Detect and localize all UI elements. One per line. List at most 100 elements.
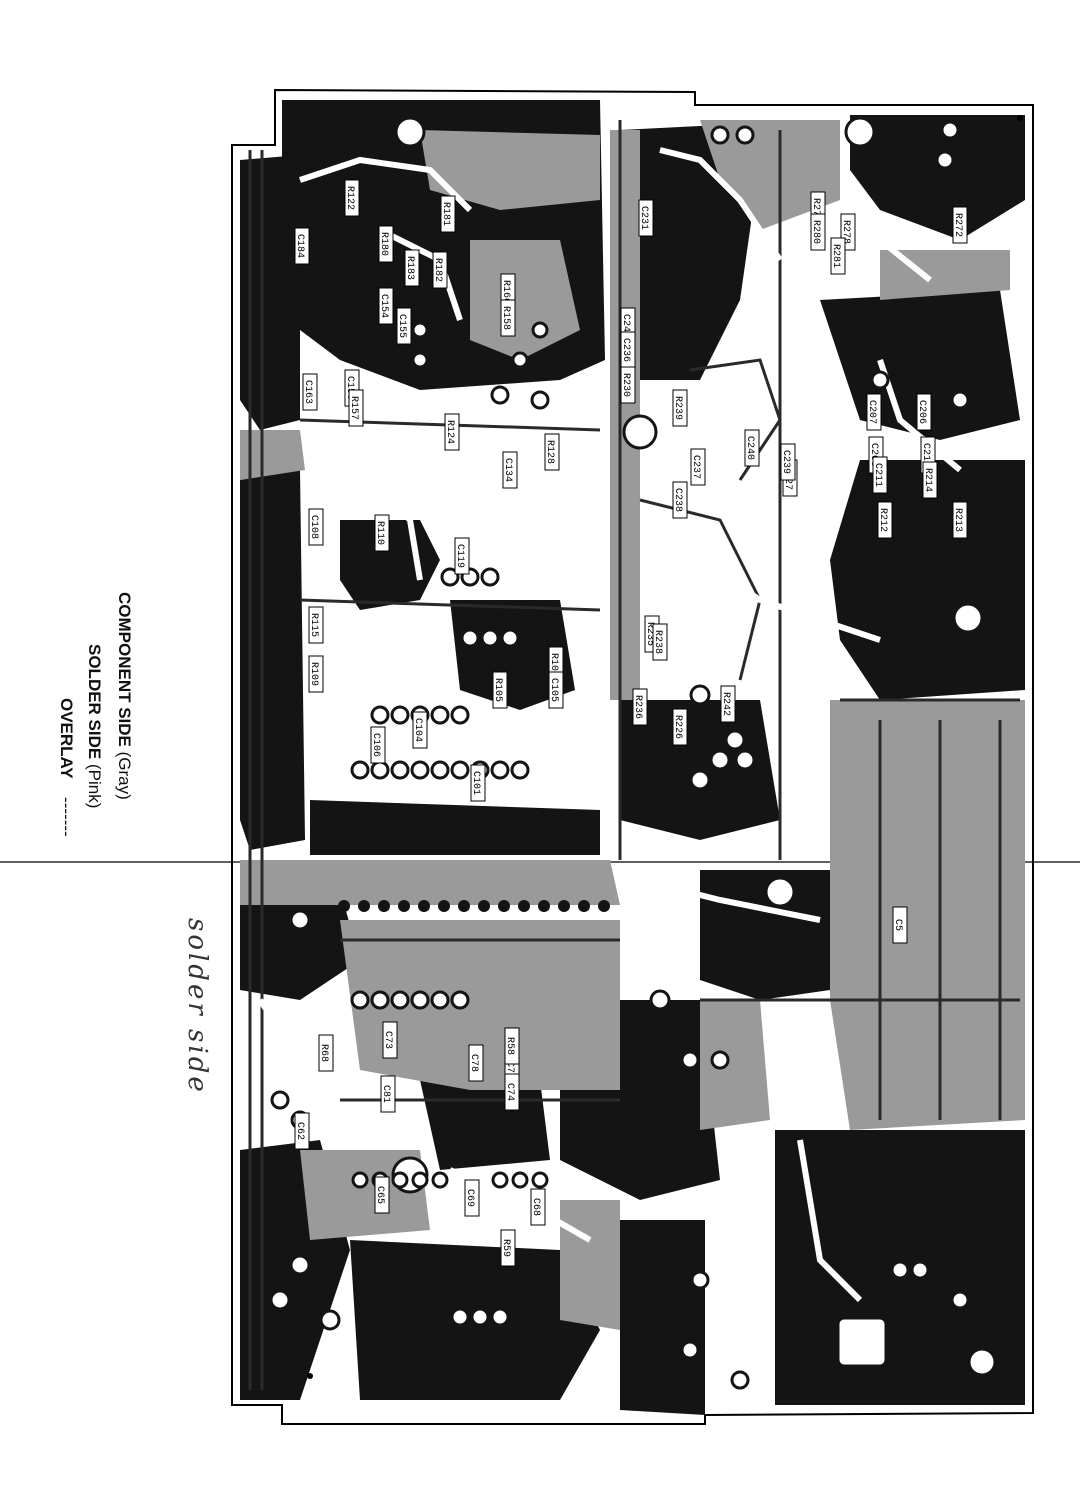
component-label: C154 xyxy=(378,287,394,325)
component-label: C5 xyxy=(892,906,908,944)
legend-component-color: (Gray) xyxy=(115,751,134,800)
component-label: C81 xyxy=(380,1075,396,1113)
component-overlay: R122R181R180R183C184R182C154R160R158C155… xyxy=(294,179,968,1267)
component-label-text: R59 xyxy=(500,1239,511,1257)
component-label: R230 xyxy=(620,366,636,404)
component-label: C106 xyxy=(370,726,386,764)
component-label: R59 xyxy=(500,1229,516,1267)
component-label: R213 xyxy=(952,501,968,539)
component-label-text: R213 xyxy=(952,508,963,532)
component-label-text: R68 xyxy=(318,1044,329,1062)
legend-overlay: OVERLAY ------- xyxy=(56,698,76,837)
component-label-box xyxy=(952,206,968,244)
component-label-box xyxy=(344,179,360,217)
component-label-box xyxy=(294,227,310,265)
component-label-box xyxy=(432,251,448,289)
legend-solder-color: (Pink) xyxy=(85,763,104,809)
component-label-box xyxy=(530,1188,546,1226)
component-label-box xyxy=(374,514,390,552)
component-label-box xyxy=(744,429,760,467)
component-label: R182 xyxy=(432,251,448,289)
component-label-box xyxy=(922,461,938,499)
component-label-text: C104 xyxy=(412,718,423,742)
component-label-text: R281 xyxy=(830,244,841,268)
component-label-box xyxy=(404,249,420,287)
component-label-text: C237 xyxy=(690,455,701,479)
legend-component-side: COMPONENT SIDE (Gray) xyxy=(114,592,134,800)
component-label: R242 xyxy=(720,685,736,723)
component-label-text: R226 xyxy=(672,715,683,739)
component-label-text: R239 xyxy=(672,396,683,420)
component-label: R214 xyxy=(922,461,938,499)
component-label: R238 xyxy=(652,623,668,661)
component-label-box xyxy=(810,213,826,251)
component-label-text: C108 xyxy=(308,515,319,539)
component-label-box xyxy=(294,1112,310,1150)
component-label-box xyxy=(502,451,518,489)
component-label-box xyxy=(866,393,882,431)
component-label-text: R108 xyxy=(548,653,559,677)
component-label-box xyxy=(500,299,516,337)
component-label: C65 xyxy=(374,1176,390,1214)
component-label-text: R124 xyxy=(444,420,455,444)
component-label: R239 xyxy=(672,389,688,427)
component-label-text: R278 xyxy=(840,220,851,244)
component-label: R58 xyxy=(504,1027,520,1065)
component-label-text: C208 xyxy=(868,443,879,467)
mount-dot xyxy=(307,1373,313,1379)
component-label-text: C240 xyxy=(744,436,755,460)
component-label-text: R158 xyxy=(500,306,511,330)
component-label-box xyxy=(620,366,636,404)
component-label-box xyxy=(308,606,324,644)
component-label: C108 xyxy=(308,508,324,546)
component-label-box xyxy=(830,237,846,275)
component-label: C238 xyxy=(672,481,688,519)
component-label-box xyxy=(470,764,486,802)
component-label-box xyxy=(690,448,706,486)
component-label: R281 xyxy=(830,237,846,275)
component-label-text: C105 xyxy=(548,678,559,702)
component-label-box xyxy=(440,195,456,233)
component-label-text: R181 xyxy=(440,202,451,226)
component-label: C239 xyxy=(780,443,796,481)
component-label: R183 xyxy=(404,249,420,287)
component-label: C134 xyxy=(502,451,518,489)
component-label: R109 xyxy=(308,655,324,693)
component-label-text: R230 xyxy=(620,373,631,397)
component-label-text: C65 xyxy=(374,1186,385,1204)
component-label-text: R58 xyxy=(504,1037,515,1055)
component-label-text: R276 xyxy=(810,198,821,222)
component-label-box xyxy=(378,287,394,325)
component-label-text: R214 xyxy=(922,468,933,492)
component-label: R124 xyxy=(444,413,460,451)
component-label: C105 xyxy=(548,671,564,709)
component-label-text: R272 xyxy=(952,213,963,237)
component-label-box xyxy=(348,389,364,427)
mount-dot xyxy=(1017,115,1023,121)
component-label-text: C119 xyxy=(454,544,465,568)
component-label: C184 xyxy=(294,227,310,265)
component-label-text: C211 xyxy=(872,463,883,487)
component-label-box xyxy=(652,623,668,661)
component-label: R212 xyxy=(877,501,893,539)
component-label-text: C207 xyxy=(866,400,877,424)
component-label: R110 xyxy=(374,514,390,552)
component-label: R226 xyxy=(672,708,688,746)
component-label: R122 xyxy=(344,179,360,217)
component-label-box xyxy=(464,1179,480,1217)
component-label-text: R180 xyxy=(378,232,389,256)
legend-overlay-mark: ------- xyxy=(57,797,76,837)
component-label: R272 xyxy=(952,206,968,244)
component-label: R68 xyxy=(318,1034,334,1072)
component-label-box xyxy=(396,307,412,345)
component-label-box xyxy=(444,413,460,451)
component-label-text: C73 xyxy=(382,1031,393,1049)
component-label: C231 xyxy=(638,199,654,237)
component-label-text: R183 xyxy=(404,256,415,280)
component-label: C119 xyxy=(454,537,470,575)
component-label-text: C231 xyxy=(638,206,649,230)
component-label-text: C210 xyxy=(920,443,931,467)
component-label-text: C5 xyxy=(892,919,903,931)
component-label-box xyxy=(318,1034,334,1072)
component-label: R105 xyxy=(492,671,508,709)
